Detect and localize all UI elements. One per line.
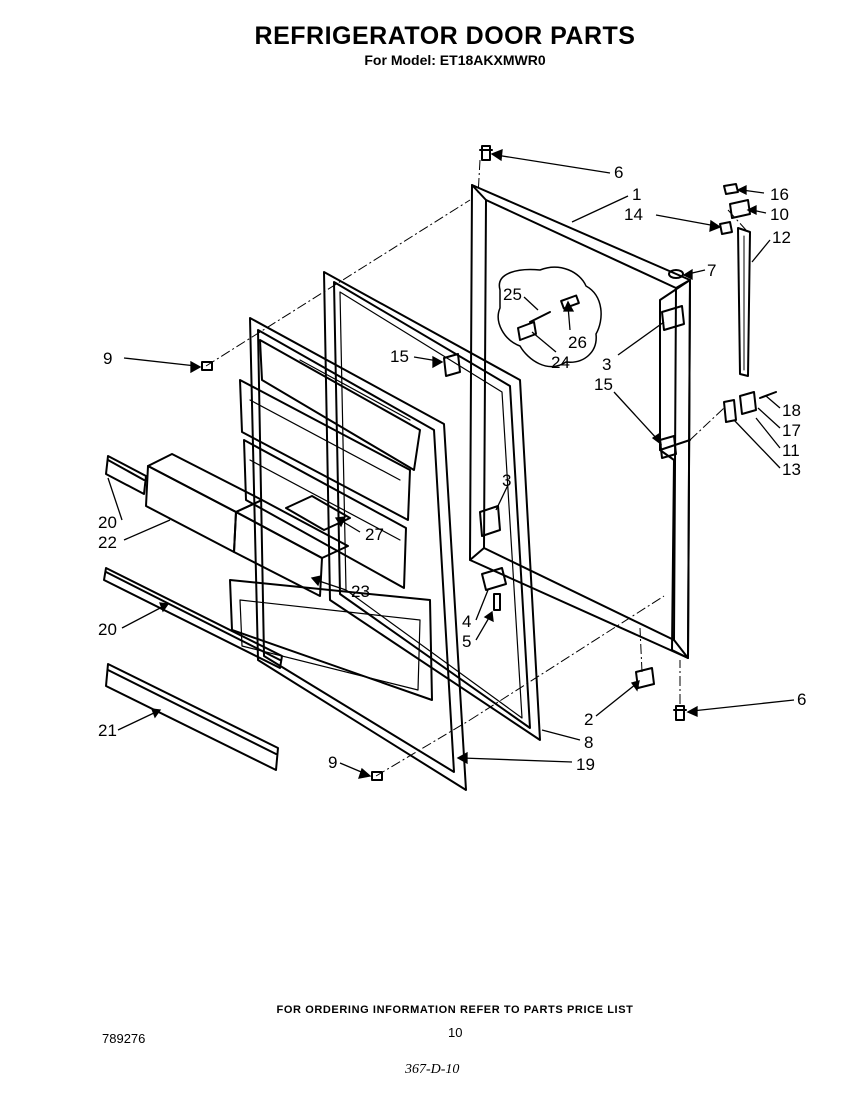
- screw-9-lower: [371, 771, 383, 781]
- callout-15-lower: 15: [594, 375, 613, 394]
- callout-16: 16: [770, 185, 789, 204]
- leader-arrows: [107, 148, 795, 779]
- inset-clip-26: [560, 294, 580, 310]
- cap-plug-7: [668, 269, 684, 279]
- inset-screw-25: [529, 311, 551, 323]
- hinge-bracket-3-top: [661, 305, 685, 331]
- callout-26: 26: [568, 333, 587, 352]
- inset-detail-outline: [497, 266, 602, 368]
- inner-door-liner: [229, 317, 467, 791]
- callout-27: 27: [365, 525, 384, 544]
- bracket-13: [723, 399, 737, 423]
- callout-9-upper: 9: [103, 349, 112, 368]
- shelf-trim-middle: [103, 567, 283, 669]
- callout-3-top: 3: [602, 355, 611, 374]
- shelf-trim-upper: [105, 455, 147, 495]
- callout-23: 23: [351, 582, 370, 601]
- outer-door-panel: [469, 184, 691, 659]
- callout-6-top: 6: [614, 163, 623, 182]
- callout-4: 4: [462, 612, 471, 631]
- callout-11: 11: [782, 441, 800, 460]
- callout-3-mid: 3: [502, 471, 511, 490]
- callout-19: 19: [576, 755, 595, 774]
- callout-9-lower: 9: [328, 753, 337, 772]
- callout-13: 13: [782, 460, 801, 479]
- inset-plate-24: [517, 321, 537, 341]
- page-title: REFRIGERATOR DOOR PARTS: [254, 22, 636, 50]
- callout-7: 7: [707, 261, 716, 280]
- document-number: 789276: [102, 1031, 146, 1046]
- handwritten-code: 367-D-10: [405, 1062, 460, 1077]
- callout-5: 5: [462, 632, 471, 651]
- screw-18: [759, 391, 777, 399]
- screw-5: [493, 593, 501, 611]
- callout-2: 2: [584, 710, 593, 729]
- bracket-14: [719, 221, 733, 235]
- callout-8: 8: [584, 733, 593, 752]
- callout-12: 12: [772, 228, 791, 247]
- bracket-15-lower: [659, 435, 677, 459]
- shelf-bin-middle: [233, 499, 349, 597]
- door-handle: [737, 227, 751, 377]
- hinge-bracket-3-mid: [479, 505, 501, 537]
- screw-bottom: [673, 705, 687, 721]
- callout-20-upper: 20: [98, 513, 117, 532]
- screw-top: [479, 145, 493, 161]
- shelf-trim-lower: [105, 663, 279, 771]
- callout-21: 21: [98, 721, 117, 740]
- callout-24: 24: [551, 353, 570, 372]
- screw-9-upper: [201, 361, 213, 371]
- callout-1: 1: [632, 185, 641, 204]
- callout-17: 17: [782, 421, 801, 440]
- callout-25: 25: [503, 285, 522, 304]
- screw-16: [723, 183, 739, 195]
- callout-18: 18: [782, 401, 801, 420]
- assembly-lines: [205, 159, 747, 777]
- hinge-plate-4: [481, 567, 507, 591]
- callout-6-bottom: 6: [797, 690, 806, 709]
- hinge-11: [739, 391, 757, 415]
- callout-15-upper: 15: [390, 347, 409, 366]
- ordering-note: FOR ORDERING INFORMATION REFER TO PARTS …: [276, 1004, 634, 1016]
- callout-14: 14: [624, 205, 643, 224]
- page-number: 10: [448, 1025, 463, 1040]
- dairy-compartment: [285, 495, 351, 531]
- bracket-15-upper: [443, 353, 461, 377]
- callout-10: 10: [770, 205, 789, 224]
- model-line: For Model: ET18AKXMWR0: [364, 52, 546, 68]
- callout-20-lower: 20: [98, 620, 117, 639]
- callout-labels: 6 1 16 10 14 12 7 25 26 24 3 9 15 15 18 …: [98, 163, 806, 774]
- callout-22: 22: [98, 533, 117, 552]
